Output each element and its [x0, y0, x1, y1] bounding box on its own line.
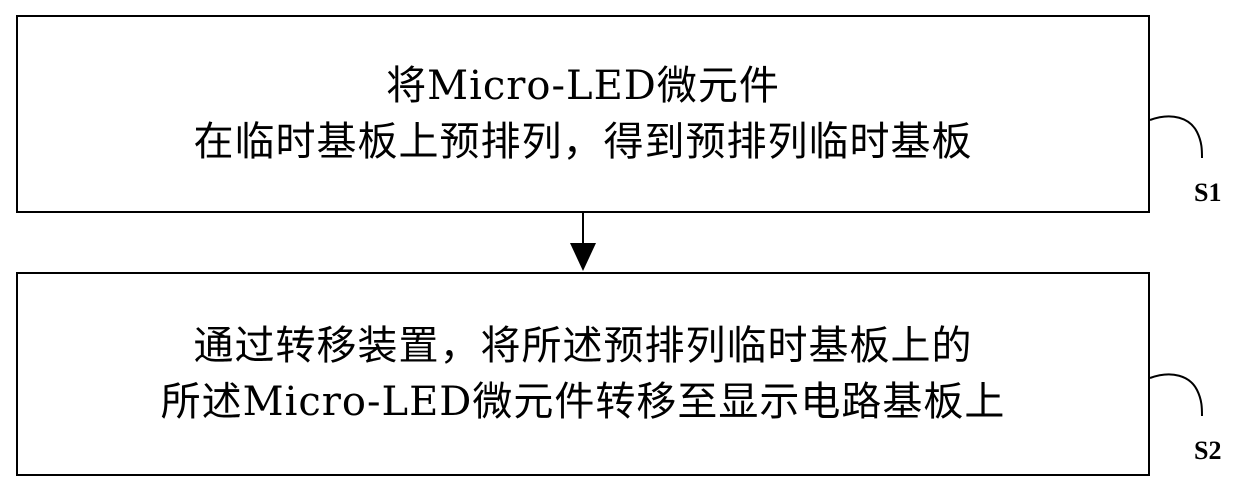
- step-s2-text-line-2: 所述Micro-LED微元件转移至显示电路基板上: [161, 374, 1006, 430]
- step-s1-text-line-2: 在临时基板上预排列，得到预排列临时基板: [194, 114, 973, 170]
- leader-curve-s1: [1150, 116, 1202, 158]
- step-label-s1: S1: [1194, 180, 1221, 206]
- flow-arrow-head: [570, 243, 596, 271]
- leader-curve-s2: [1150, 374, 1202, 416]
- step-label-s2: S2: [1194, 438, 1221, 464]
- step-s2-text-line-1: 通过转移装置，将所述预排列临时基板上的: [194, 318, 973, 374]
- step-box-s2: 通过转移装置，将所述预排列临时基板上的 所述Micro-LED微元件转移至显示电…: [16, 272, 1150, 476]
- step-s1-text-line-1: 将Micro-LED微元件: [386, 58, 780, 114]
- step-box-s1: 将Micro-LED微元件 在临时基板上预排列，得到预排列临时基板: [16, 15, 1150, 213]
